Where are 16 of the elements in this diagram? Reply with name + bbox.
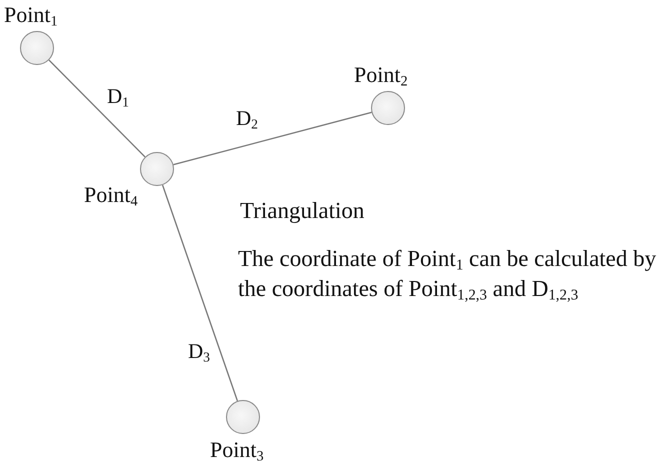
point-label: Point$_{3}$ (210, 439, 264, 461)
point-label: Point$_{1}$ (4, 4, 58, 26)
point-label: Point$_{2}$ (354, 64, 408, 86)
caption-text: Triangulation (240, 197, 366, 225)
point-circle (371, 91, 405, 125)
connector-line (173, 112, 372, 166)
edge-label: D$_{1}$ (107, 86, 129, 107)
point-circle (140, 152, 174, 186)
point-label: Point$_{4}$ (84, 184, 138, 206)
edge-label: D$_{3}$ (188, 341, 210, 362)
point-circle (226, 400, 260, 434)
description-text: The coordinate of Point$_{1}$ can be calculated by the coordinates of Point$_{1,2,3}$ and D$_{1,2,3}$ (238, 245, 658, 304)
edge-label: D$_{2}$ (236, 108, 258, 129)
point-circle (20, 31, 54, 65)
connector-line (162, 184, 238, 402)
connector-line (48, 60, 146, 158)
